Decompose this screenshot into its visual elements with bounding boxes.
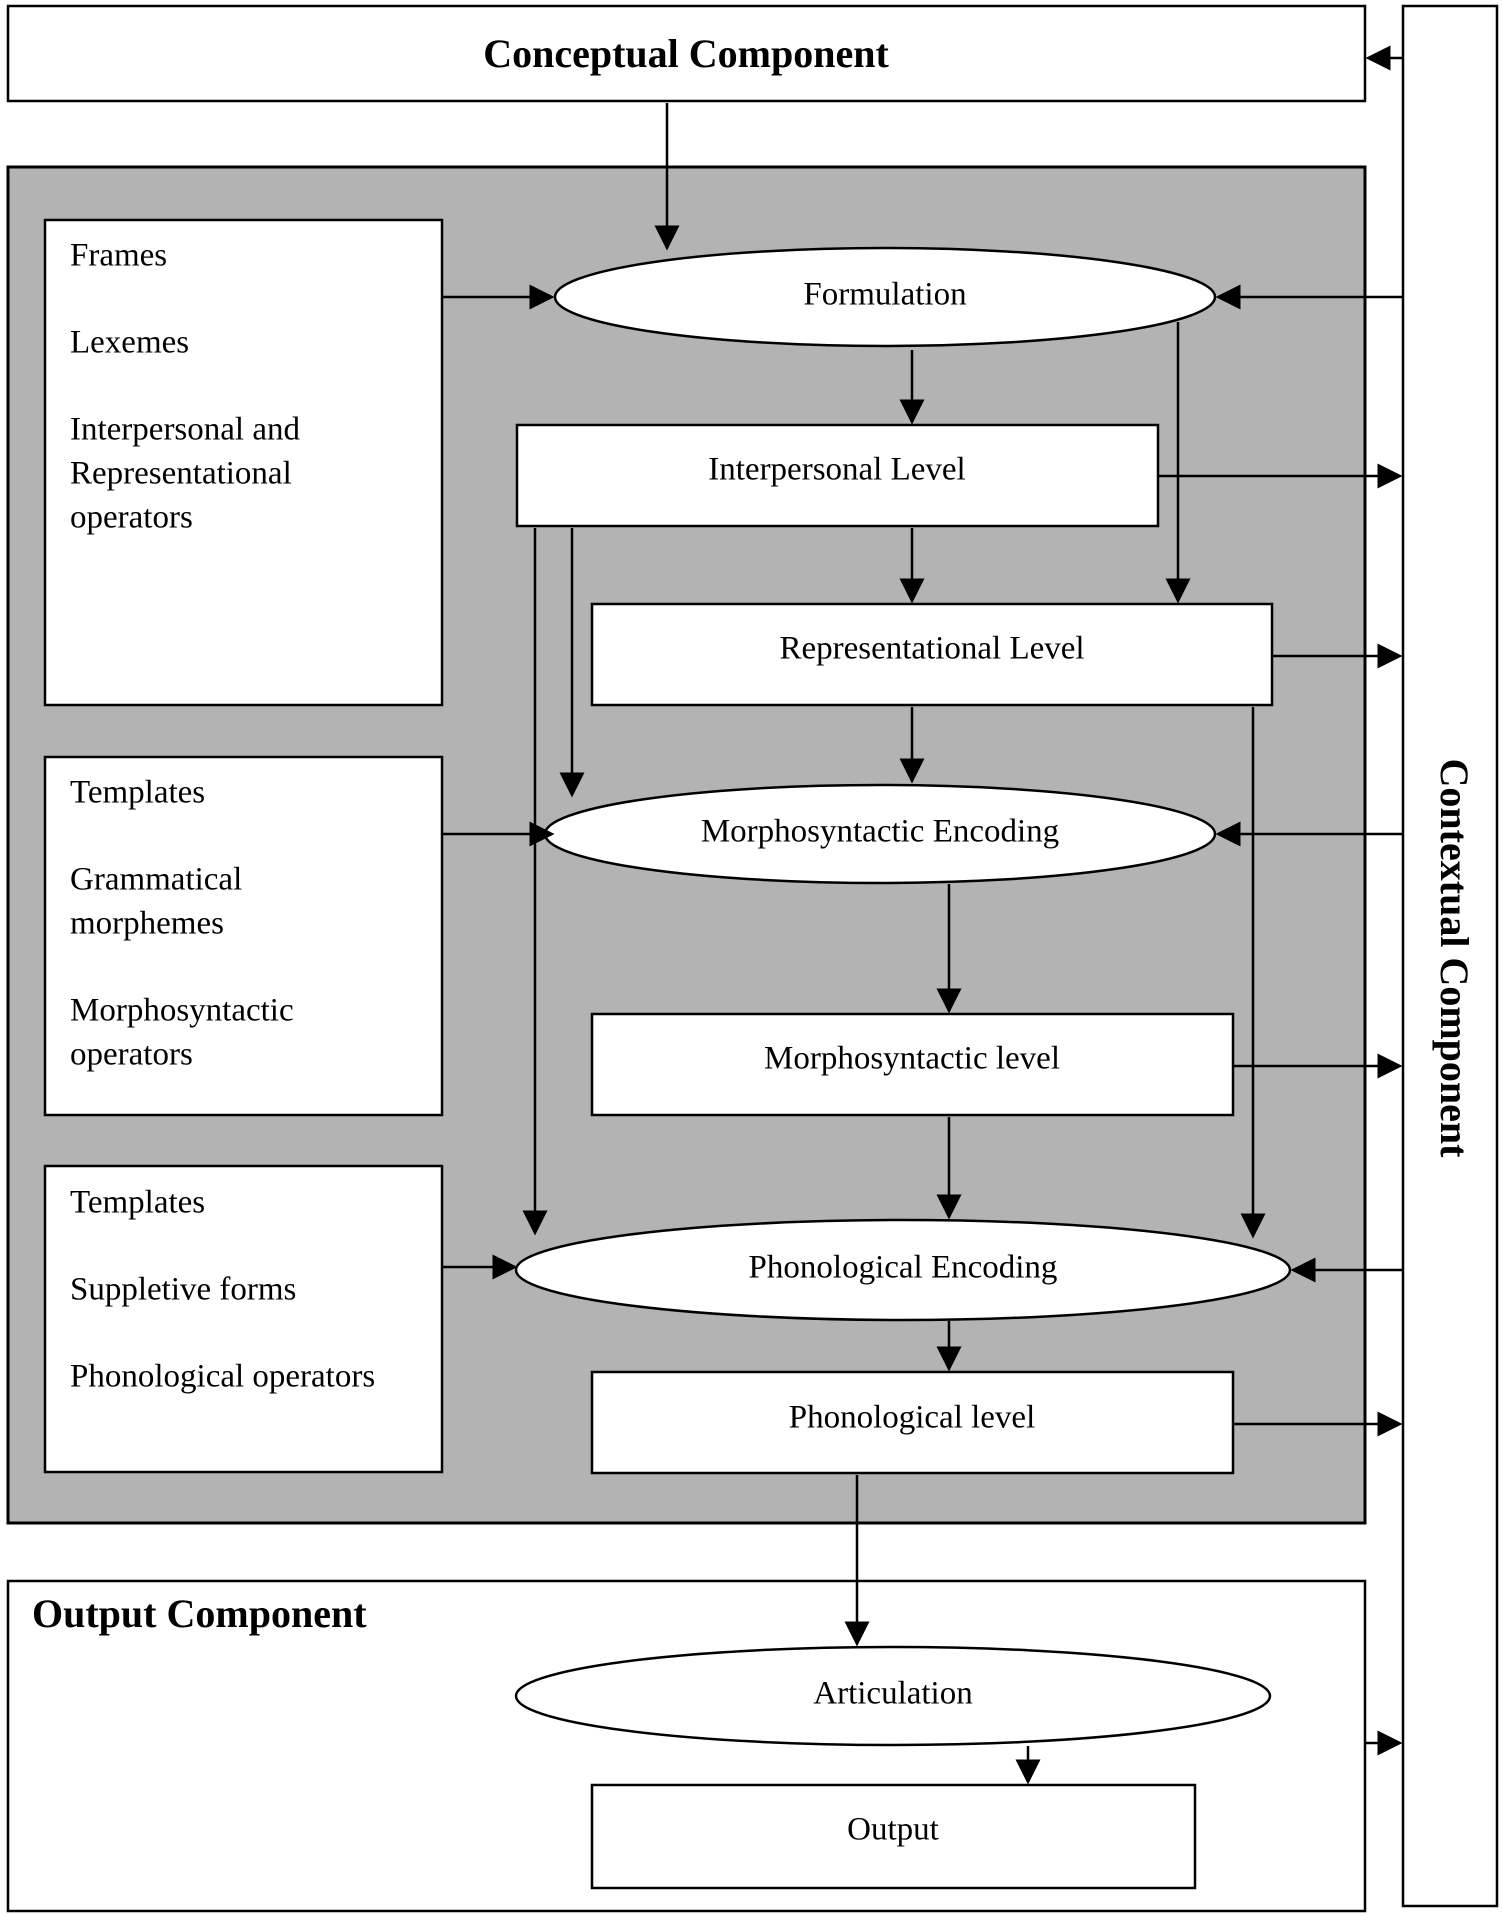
output-label: Output — [847, 1812, 939, 1848]
morphosyntactic-resource-item: Templates — [70, 775, 205, 811]
phonological-level-box — [590, 1370, 1235, 1475]
phonological-resource-item: Suppletive forms — [70, 1272, 296, 1308]
contextual-component-title: Contextual Component — [1432, 759, 1477, 1159]
formulation-resource-item: operators — [70, 500, 193, 536]
formulation-resource-item: Interpersonal and — [70, 412, 300, 448]
conceptual-component-title: Conceptual Component — [483, 31, 889, 76]
phonological-resources-box — [43, 1164, 444, 1474]
formulation-resources-box — [43, 218, 444, 707]
formulation-resource-item: Lexemes — [70, 325, 189, 361]
morphosyntactic-resource-item: morphemes — [70, 906, 224, 942]
morphosyntactic-resource-item: Morphosyntactic — [70, 993, 294, 1029]
morphosyntactic-resources-box — [43, 755, 444, 1117]
morphosyntactic-encoding-label: Morphosyntactic Encoding — [701, 814, 1059, 850]
phonological-encoding-label: Phonological Encoding — [749, 1250, 1058, 1286]
interpersonal-level-box — [515, 423, 1160, 528]
morphosyntactic-level-box — [590, 1012, 1235, 1117]
morphosyntactic-level-label: Morphosyntactic level — [764, 1041, 1060, 1077]
phonological-level-label: Phonological level — [789, 1400, 1036, 1436]
conceptual-component-box — [6, 4, 1367, 103]
phonological-resource-item: Templates — [70, 1185, 205, 1221]
output-component-title: Output Component — [32, 1591, 367, 1636]
articulation-ellipse — [514, 1645, 1272, 1747]
articulation-label: Articulation — [813, 1676, 972, 1712]
representational-level-label: Representational Level — [779, 631, 1084, 667]
interpersonal-level-label: Interpersonal Level — [708, 452, 965, 488]
formulation-label: Formulation — [803, 277, 966, 313]
morphosyntactic-resource-item: operators — [70, 1037, 193, 1073]
morphosyntactic-resource-item: Grammatical — [70, 862, 242, 898]
formulation-ellipse — [553, 246, 1217, 348]
output-box — [590, 1783, 1197, 1890]
formulation-resource-item: Representational — [70, 456, 292, 492]
contextual-component-box — [1401, 4, 1499, 1908]
arrows — [442, 45, 1403, 1785]
phonological-resource-item: Phonological operators — [70, 1359, 375, 1395]
formulation-resource-item: Frames — [70, 238, 167, 274]
representational-level-box — [590, 602, 1274, 707]
